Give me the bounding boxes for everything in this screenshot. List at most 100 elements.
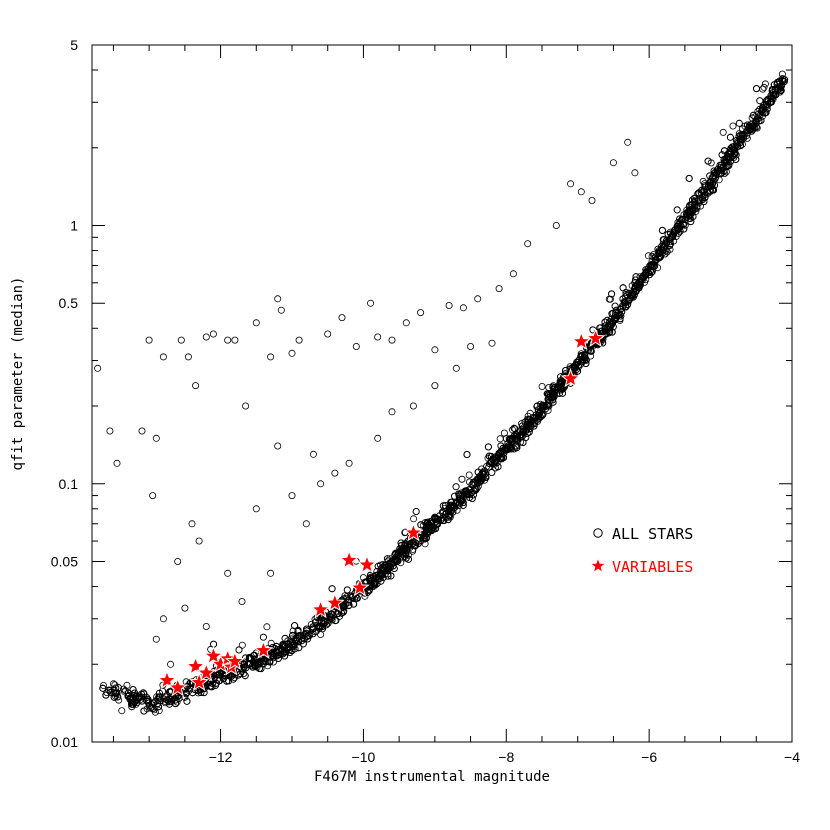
all-stars-point bbox=[167, 660, 175, 668]
all-stars-point bbox=[571, 361, 579, 369]
all-stars-point bbox=[602, 330, 610, 338]
all-stars-point bbox=[159, 353, 167, 361]
all-stars-point bbox=[224, 336, 232, 344]
all-stars-point bbox=[174, 692, 182, 700]
all-stars-point bbox=[324, 330, 332, 338]
all-stars-point bbox=[294, 632, 302, 640]
all-stars-point bbox=[624, 301, 632, 309]
all-stars-point bbox=[567, 180, 575, 188]
all-stars-point bbox=[760, 101, 768, 109]
all-stars-point bbox=[417, 309, 425, 317]
all-stars-point bbox=[495, 285, 503, 293]
all-stars-point bbox=[112, 684, 120, 692]
all-stars-point bbox=[106, 427, 114, 435]
all-stars-point bbox=[367, 574, 375, 582]
all-stars-point bbox=[519, 438, 527, 446]
all-stars-point bbox=[716, 161, 724, 169]
all-stars-point bbox=[698, 186, 706, 194]
all-stars-point bbox=[474, 468, 482, 476]
all-stars-point bbox=[676, 215, 684, 223]
all-stars-point bbox=[538, 382, 546, 390]
all-stars-point bbox=[422, 526, 430, 534]
all-stars-point bbox=[524, 412, 532, 420]
all-stars-point bbox=[697, 189, 705, 197]
all-stars-point bbox=[242, 654, 250, 662]
all-stars-point bbox=[781, 76, 789, 84]
all-stars-point bbox=[241, 672, 249, 680]
all-stars-point bbox=[649, 262, 657, 270]
all-stars-point bbox=[236, 670, 244, 678]
all-stars-point bbox=[714, 168, 722, 176]
all-stars-point bbox=[212, 679, 220, 687]
all-stars-point bbox=[140, 707, 148, 715]
all-stars-point bbox=[609, 319, 617, 327]
all-stars-point bbox=[735, 132, 743, 140]
variable-star-point bbox=[585, 328, 606, 347]
all-stars-point bbox=[118, 707, 126, 715]
all-stars-point bbox=[411, 542, 419, 550]
all-stars-point bbox=[183, 697, 191, 705]
all-stars-point bbox=[168, 697, 176, 705]
all-stars-point bbox=[152, 697, 160, 705]
all-stars-point bbox=[659, 236, 667, 244]
all-stars-point bbox=[336, 605, 344, 613]
all-stars-point bbox=[616, 305, 624, 313]
all-stars-point bbox=[552, 221, 560, 229]
all-stars-point bbox=[274, 654, 282, 662]
all-stars-point bbox=[344, 596, 352, 604]
all-stars-point bbox=[274, 442, 282, 450]
all-stars-point bbox=[622, 303, 630, 311]
all-stars-point bbox=[332, 617, 340, 625]
all-stars-point bbox=[452, 364, 460, 372]
all-stars-point bbox=[102, 691, 110, 699]
all-stars-point bbox=[433, 520, 441, 528]
all-stars-point bbox=[331, 469, 339, 477]
points-layer bbox=[94, 70, 789, 716]
all-stars-point bbox=[144, 695, 152, 703]
y-tick-label: 1 bbox=[70, 218, 78, 234]
all-stars-point bbox=[162, 693, 170, 701]
variable-star-point bbox=[189, 672, 210, 691]
all-stars-point bbox=[702, 183, 710, 191]
all-stars-point bbox=[267, 639, 275, 647]
all-stars-point bbox=[575, 356, 583, 364]
all-stars-point bbox=[601, 318, 609, 326]
x-tick-label: −4 bbox=[784, 749, 800, 765]
legend: ALL STARS VARIABLES bbox=[589, 525, 693, 576]
all-stars-point bbox=[451, 492, 459, 500]
all-stars-point bbox=[757, 117, 765, 125]
all-stars-point bbox=[431, 516, 439, 524]
all-stars-point bbox=[155, 689, 163, 697]
variable-star-point bbox=[157, 670, 177, 689]
variable-star-point bbox=[349, 577, 370, 597]
all-stars-point bbox=[272, 642, 280, 650]
all-stars-point bbox=[349, 592, 357, 600]
all-stars-point bbox=[338, 314, 346, 322]
all-stars-point bbox=[274, 295, 282, 303]
all-stars-point bbox=[125, 689, 133, 697]
x-axis-title: F467M instrumental magnitude bbox=[314, 769, 550, 785]
all-stars-point bbox=[425, 520, 433, 528]
all-stars-point bbox=[149, 699, 157, 707]
all-stars-point bbox=[447, 501, 455, 509]
all-stars-point bbox=[616, 315, 624, 323]
all-stars-point bbox=[673, 206, 681, 214]
all-stars-point bbox=[152, 434, 160, 442]
all-stars-point bbox=[402, 554, 410, 562]
all-stars-point bbox=[392, 555, 400, 563]
legend-marker-all-stars bbox=[593, 528, 603, 538]
all-stars-point bbox=[531, 420, 539, 428]
all-stars-point bbox=[401, 540, 409, 548]
all-stars-point bbox=[607, 321, 615, 329]
all-stars-point bbox=[182, 689, 190, 697]
all-stars-point bbox=[617, 312, 625, 320]
all-stars-point bbox=[340, 595, 348, 603]
all-stars-point bbox=[524, 240, 532, 248]
all-stars-point bbox=[424, 521, 432, 529]
all-stars-point bbox=[711, 175, 719, 183]
all-stars-point bbox=[729, 122, 737, 130]
legend-label-all-stars: ALL STARS bbox=[612, 525, 693, 543]
all-stars-point bbox=[458, 496, 466, 504]
all-stars-point bbox=[110, 693, 118, 701]
all-stars-point bbox=[473, 484, 481, 492]
